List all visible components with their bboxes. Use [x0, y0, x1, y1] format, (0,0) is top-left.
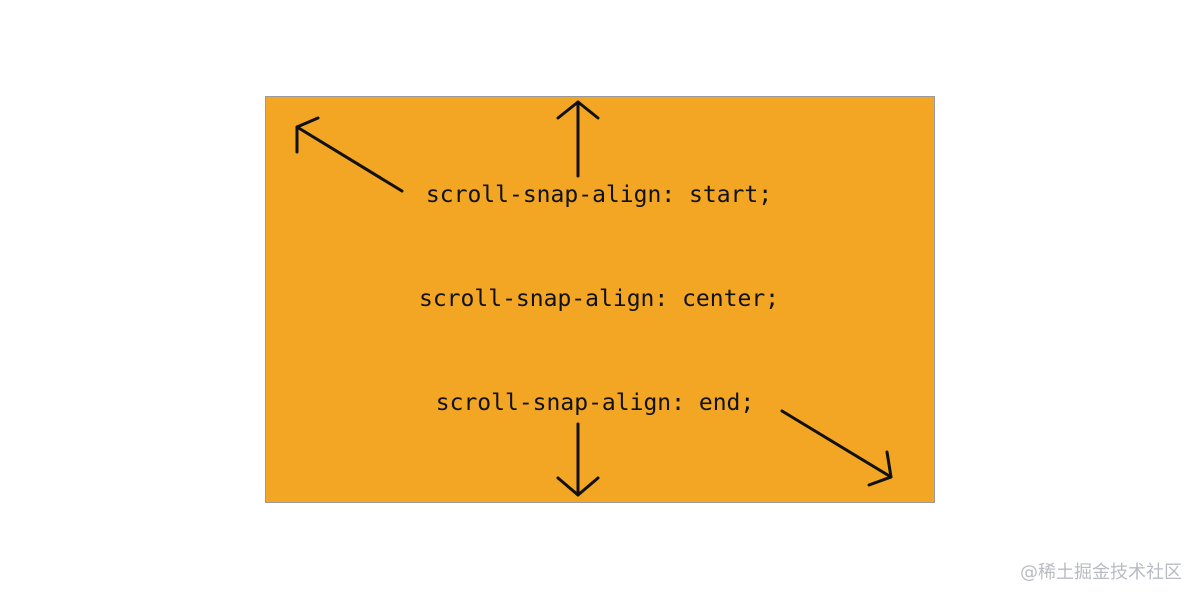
arrow-up-left-icon	[295, 116, 404, 193]
arrow-down-right-icon	[780, 409, 893, 487]
watermark: @稀土掘金技术社区	[1020, 562, 1182, 583]
arrow-up-icon	[556, 100, 600, 178]
arrow-down-icon	[556, 422, 600, 497]
label-snap-end: scroll-snap-align: end;	[435, 390, 755, 416]
label-snap-center: scroll-snap-align: center;	[418, 286, 780, 312]
label-snap-start: scroll-snap-align: start;	[425, 182, 773, 208]
